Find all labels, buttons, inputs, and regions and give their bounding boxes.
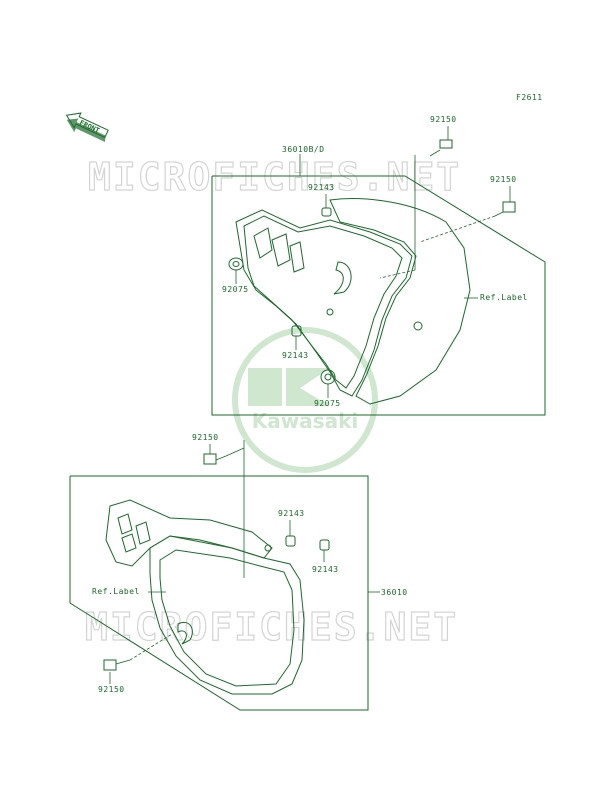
front-arrow-icon: FRONT <box>65 112 109 142</box>
upper-side-cover <box>235 198 471 405</box>
nut-icon <box>321 207 332 217</box>
upper-bolt-right-label: 92150 <box>490 175 517 184</box>
upper-grommet-bottom-label: 92075 <box>314 399 341 408</box>
lower-assembly-label: 36010 <box>381 588 408 597</box>
lower-bolt-top-label: 92150 <box>192 433 219 442</box>
upper-ref-label: Ref.Label <box>480 293 528 302</box>
bolt-icon <box>429 139 453 157</box>
lower-side-cover <box>105 499 305 695</box>
upper-grommet-left-label: 92075 <box>222 285 249 294</box>
figure-code: F2611 <box>516 93 543 102</box>
lower-frame <box>69 475 369 711</box>
upper-frame <box>211 175 546 416</box>
watermark-top: MICROFICHES.NET <box>88 155 461 199</box>
upper-nut-mid-label: 92143 <box>282 351 309 360</box>
logo-text: Kawasaki <box>252 409 359 433</box>
watermark-bottom: MICROFICHES.NET <box>85 605 458 649</box>
bolt-icon <box>494 201 516 217</box>
lower-nut-b-label: 92143 <box>312 565 339 574</box>
grommet-icon <box>228 257 244 271</box>
nut-icon <box>319 539 330 551</box>
nut-icon <box>285 535 296 547</box>
lower-nut-a-label: 92143 <box>278 509 305 518</box>
upper-nut-top-label: 92143 <box>308 183 335 192</box>
lower-bolt-bottom-label: 92150 <box>98 685 125 694</box>
bolt-icon <box>103 659 131 671</box>
lower-group: 92150 92143 92143 36010 Ref.Label <box>69 433 408 711</box>
upper-bolt-top-label: 92150 <box>430 115 457 124</box>
lower-ref-label: Ref.Label <box>92 587 140 596</box>
bolt-icon <box>203 453 227 465</box>
kawasaki-logo: Kawasaki <box>232 327 378 473</box>
upper-assembly-label: 36010B/D <box>282 145 325 154</box>
upper-group: 36010B/D 92150 92150 92143 92075 <box>211 115 546 416</box>
